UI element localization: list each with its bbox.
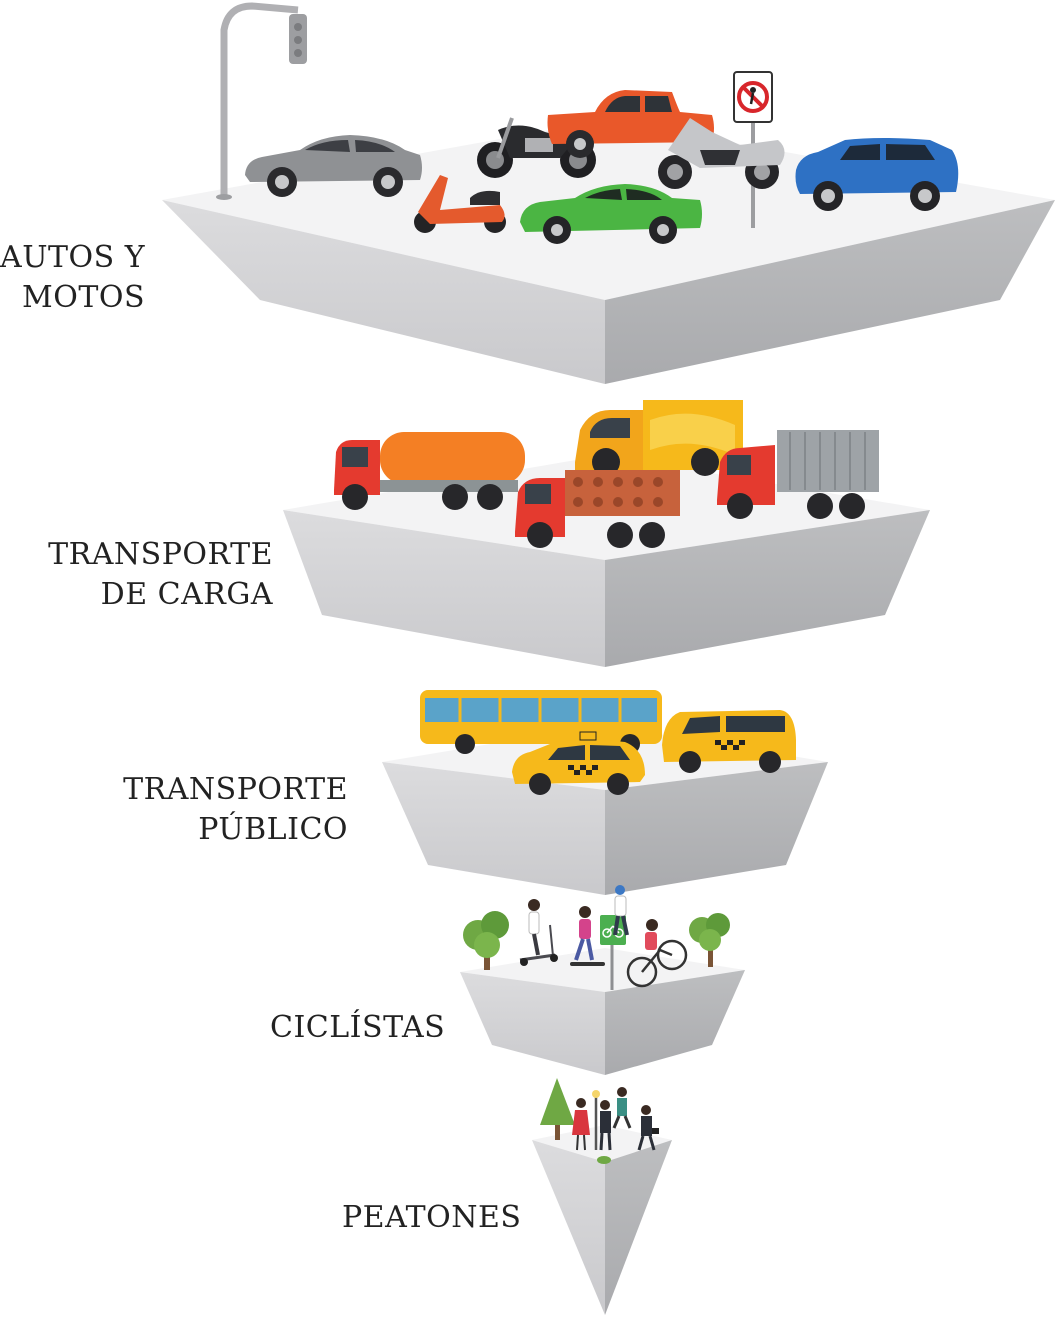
log-truck-icon [515, 470, 680, 548]
pedestrian-woman-icon [572, 1098, 590, 1151]
yellow-box-truck-icon [575, 400, 743, 476]
taxi-van-icon [662, 710, 796, 773]
level-3-left-face [382, 762, 605, 895]
level-4-right-face [605, 970, 745, 1075]
level-transporte-carga [283, 400, 930, 667]
taxi-car-icon [512, 731, 645, 795]
level-label-line: CICLÍSTAS [270, 1010, 446, 1045]
skateboarder-icon [570, 906, 605, 966]
level-label-line: DE CARGA [100, 577, 273, 612]
level-label-line: PÚBLICO [198, 812, 348, 847]
blue-suv-icon [795, 138, 959, 211]
plant-icon [597, 1156, 611, 1164]
level-label-peatones: PEATONES [342, 1198, 521, 1238]
level-5-left-face [532, 1140, 605, 1315]
level-label-line: AUTOS Y [0, 240, 145, 275]
level-label-line: TRANSPORTE [48, 537, 273, 572]
level-1-left-face [162, 200, 605, 384]
pedestrian-man-icon [599, 1100, 612, 1151]
level-label-line: PEATONES [342, 1200, 522, 1235]
level-label-autos-motos: AUTOS Y MOTOS [0, 238, 145, 318]
level-2-left-face [283, 510, 605, 667]
businessman-icon [637, 1105, 659, 1151]
tanker-truck-icon [334, 432, 525, 510]
container-truck-icon [717, 430, 879, 519]
scooter-rider-icon [519, 899, 558, 966]
tree-icon [540, 1078, 575, 1140]
pedestrian-walker-icon [612, 1087, 632, 1129]
level-label-line: TRANSPORTE [123, 772, 348, 807]
level-label-transporte-publico: TRANSPORTE PÚBLICO [120, 770, 348, 850]
street-lamp-icon [592, 1090, 600, 1150]
level-2-right-face [605, 510, 930, 667]
level-ciclistas [460, 885, 745, 1075]
gray-sedan-icon [245, 135, 422, 197]
level-5-right-face [605, 1140, 672, 1315]
level-label-ciclistas: CICLÍSTAS [270, 1008, 445, 1048]
level-label-line: MOTOS [22, 280, 145, 315]
pedestrian-man-icon [613, 885, 629, 936]
level-autos-motos [162, 2, 1055, 384]
tree-icon [689, 913, 730, 967]
tree-icon [463, 911, 509, 970]
city-bus-icon [420, 690, 662, 754]
orange-pickup-truck-icon [547, 90, 714, 158]
bicycle-sign-icon [600, 915, 626, 990]
traffic-light-icon [216, 2, 307, 200]
silver-touring-motorcycle-icon [658, 118, 785, 189]
level-1-right-face [605, 200, 1055, 384]
green-sports-car-icon [520, 184, 702, 244]
cyclist-icon [626, 919, 688, 988]
level-peatones [532, 1078, 672, 1315]
level-4-top-face [460, 948, 745, 992]
level-3-right-face [605, 762, 828, 895]
level-label-transporte-carga: TRANSPORTE DE CARGA [45, 535, 273, 615]
orange-scooter-icon [414, 175, 506, 233]
level-4-left-face [460, 972, 605, 1075]
level-transporte-publico [382, 690, 828, 895]
